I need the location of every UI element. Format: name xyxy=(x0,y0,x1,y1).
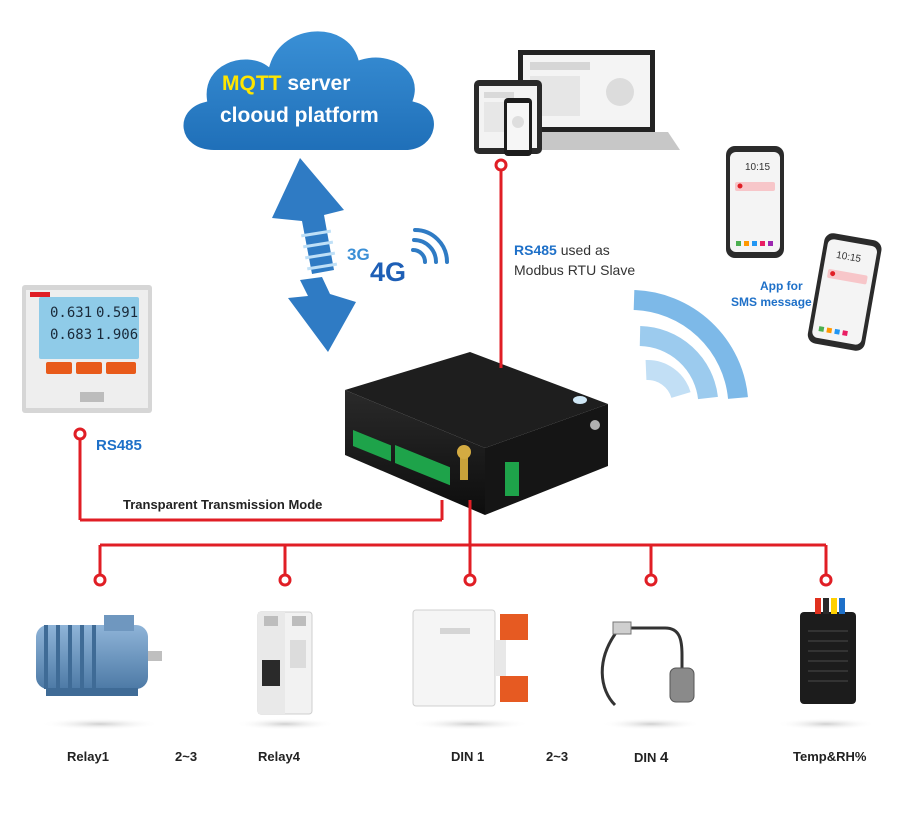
wireless-waves-icon xyxy=(633,290,748,400)
rs485-top-label: RS485 used as xyxy=(514,242,610,258)
meter-value: 1.906 xyxy=(96,327,139,343)
modbus-label: Modbus RTU Slave xyxy=(514,262,636,278)
mqtt-highlight: MQTT xyxy=(222,72,282,95)
din4-number: 4 xyxy=(660,749,669,766)
connection-node xyxy=(73,158,833,587)
energy-meter-icon xyxy=(22,285,152,413)
laptop-tablet-icon xyxy=(474,50,680,156)
device-shadows xyxy=(40,718,876,730)
transparent-mode-label: Transparent Transmission Mode xyxy=(123,497,323,512)
phone-icon xyxy=(726,146,784,258)
cloud-title-line2: clooud platform xyxy=(220,104,379,127)
double-arrow-icon xyxy=(272,158,356,352)
din4-prefix: DIN xyxy=(634,750,660,765)
device-label-relay1: Relay1 xyxy=(67,749,109,764)
meter-value: 0.591 xyxy=(96,305,139,321)
rs485-bold: RS485 xyxy=(514,242,557,258)
device-label-temp: Temp&RH% xyxy=(793,749,867,764)
din-range-label: 2~3 xyxy=(546,749,569,764)
device-label-din1: DIN 1 xyxy=(451,749,485,764)
meter-value: 0.631 xyxy=(50,305,93,321)
temp-humidity-sensor-icon xyxy=(800,598,856,704)
circuit-breaker-icon xyxy=(257,611,313,715)
relay-range-label: 2~3 xyxy=(175,749,198,764)
device-label-relay4: Relay4 xyxy=(258,749,300,764)
signal-waves-icon xyxy=(411,228,449,264)
app-label-line1: App for xyxy=(760,279,803,293)
cloud-icon xyxy=(179,27,438,154)
cloud-server-text: server xyxy=(281,72,351,95)
phone-time: 10:15 xyxy=(745,162,771,173)
network-4g-label: 4G xyxy=(370,257,407,287)
rs485-left-label: RS485 xyxy=(96,437,142,454)
meter-value: 0.683 xyxy=(50,327,93,343)
phone-icon xyxy=(807,233,882,351)
iot-gateway-device xyxy=(345,352,608,515)
app-label-line2: SMS message xyxy=(731,295,812,309)
float-switch-icon xyxy=(600,621,695,707)
motor-icon xyxy=(36,615,162,696)
din-module-icon xyxy=(412,609,528,707)
wiring xyxy=(78,168,828,575)
rs485-used-as: used as xyxy=(556,242,610,258)
device-label-din4: DIN 4 xyxy=(634,749,668,766)
network-3g-label: 3G xyxy=(347,245,370,264)
cloud-title-line1: MQTT server xyxy=(222,72,350,96)
antenna-icon xyxy=(457,445,471,480)
